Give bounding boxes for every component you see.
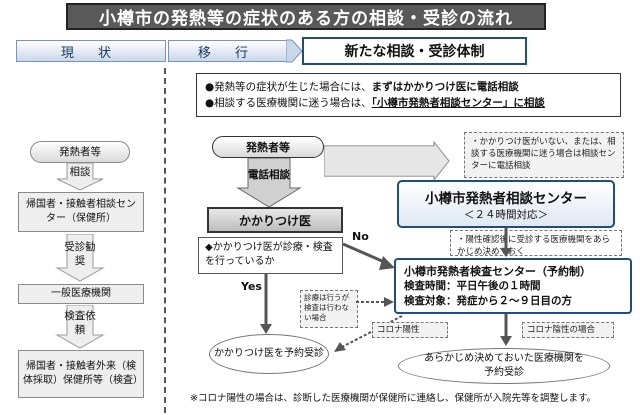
end-family-doctor: かかりつけ医を予約受診 [209,334,329,374]
left-arrow-2-icon [55,234,105,282]
dashed-arrow-icon [356,297,394,307]
left-arrow-1-icon [56,163,104,191]
test-center-target: 検査対象：発症から２～９日目の方 [404,295,572,307]
left-arrow-3-icon [55,305,105,349]
transition-arrow-icon [286,39,303,63]
right-patient: 発熱者等 [212,136,324,158]
header-transition: 移 行 [168,40,288,62]
no-arrow-icon [343,242,395,270]
header-current: 現 状 [16,40,166,62]
yes-label: Yes [241,280,262,293]
left-general-clinic: 一般医療機関 [18,284,144,304]
test-center-time: 検査時間：平日午後の１時間 [404,280,541,292]
callout-no-test: 診療は行うが検査は行わない場合 [300,290,358,328]
test-center-name: 小樽市発熱者検査センター（予約制） [404,265,591,278]
note-line-1: ●発熱等の症状が生じた場合には、まずはかかりつけ医に電話相談 [205,79,612,95]
consult-center-name: 小樽市発熱者相談センター [425,190,587,207]
note-2-prefix: ●相談する医療機関に迷う場合は、 [205,97,372,109]
to-center-arrow-icon [324,140,450,182]
callout-no-doctor: ・かかりつけ医がいない、または、相談する医療機関に迷う場合は相談センターに電話相… [464,132,624,178]
section-divider [164,68,166,413]
left-consult-label: 相談 [69,166,91,178]
positive-dashed-arrow-icon [334,315,403,352]
header-new-system: 新たな相談・受診体制 [302,37,527,65]
left-outpatient: 帰国者・接触者外来（検体採取）保健所等（検査） [18,350,144,398]
phone-arrow-icon [236,158,302,208]
consult-center-hours: ＜２４時間対応＞ [464,208,548,221]
negative-arrow-icon [500,314,512,346]
test-center-box: 小樽市発熱者検査センター（予約制） 検査時間：平日午後の１時間 検査対象：発症か… [394,258,632,314]
center-down-arrow-icon [500,228,512,257]
negative-label: コロナ陰性の場合 [522,322,614,338]
left-referral-label: 検査依頼 [64,310,96,336]
note-line-2: ●相談する医療機関に迷う場合は、「小樽市発熱者相談センター」に相談 [205,95,612,111]
notes-box: ●発熱等の症状が生じた場合には、まずはかかりつけ医に電話相談 ●相談する医療機関… [196,73,621,117]
page-title: 小樽市の発熱等の症状のある方の相談・受診の流れ [66,3,546,30]
left-consult-center: 帰国者・接触者相談センター（保健所） [18,192,144,232]
family-doctor-question: ◆かかりつけ医が診療・検査を行っているか [198,237,343,274]
yes-arrow-icon [260,274,272,334]
footnote: ※コロナ陽性の場合は、診断した医療機関が保健所に連絡し、保健所が入院先等を調整し… [190,393,597,404]
left-patient: 発熱者等 [30,141,130,163]
left-recommend-label: 受診勧奨 [64,241,96,267]
family-doctor-box: かかりつけ医 [207,207,343,233]
note-2-emphasis: 「小樽市発熱者相談センター」に相談 [371,97,545,109]
callout-prearrange: ・陽性確認後に受診する医療機関をあらかじめ決めておく [450,230,622,257]
phone-consult-label: 電話相談 [248,168,290,181]
note-1-prefix: ●発熱等の症状が生じた場合には、 [205,81,372,93]
positive-label: コロナ陽性 [372,322,448,338]
consult-center-box: 小樽市発熱者相談センター ＜２４時間対応＞ [397,180,615,228]
note-1-emphasis: まずはかかりつけ医に電話相談 [371,81,519,93]
no-label: No [352,230,369,243]
end-preset-clinic: あらかじめ決めておいた医療機関を予約受診 [398,348,610,384]
